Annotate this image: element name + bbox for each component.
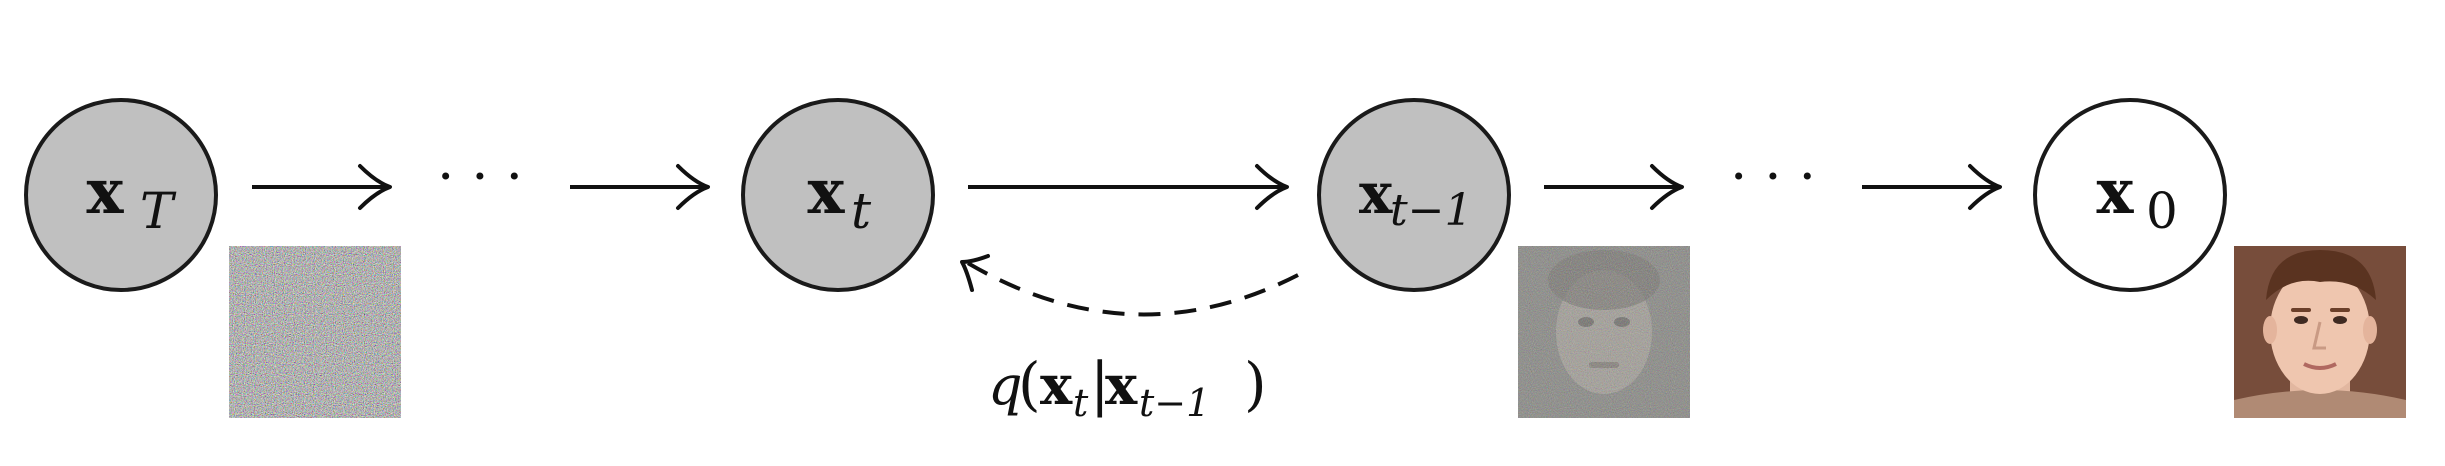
node-x-t-minus-1-subscript: t−1 [1390,185,1473,236]
pure-noise-image [229,246,401,418]
reverse-process-label: q ( x t | x t−1 ) [988,350,1267,425]
forward-arrow-3 [1544,164,1684,210]
reverse-dashed-arrow [960,254,1299,317]
forward-arrow-t [968,164,1289,210]
label-sub-t: t [1073,381,1089,425]
label-sub-t-minus-1: t−1 [1139,381,1210,425]
ellipsis-right: · · · [1730,145,1816,208]
node-x-t-minus-1-base: x [1359,161,1393,227]
forward-arrow-4 [1862,164,2002,210]
label-open-paren: ( [1018,350,1041,418]
label-q: q [988,354,1023,417]
node-x-0: x 0 [2033,98,2227,292]
node-x-0-base: x [2097,155,2135,228]
clean-face-image [2234,246,2406,418]
label-x-b: x [1105,353,1138,417]
label-bar: | [1090,350,1110,418]
node-x-T-base: x [87,155,125,228]
node-x-T: x T [24,98,218,292]
node-x-t: x t [741,98,935,292]
label-x-a: x [1040,353,1073,417]
node-x-t-subscript: t [851,182,872,240]
forward-arrow-2 [570,164,710,210]
node-x-t-minus-1: x t−1 [1317,98,1511,292]
node-x-0-subscript: 0 [2146,182,2178,240]
node-x-t-base: x [808,155,846,228]
label-close-paren: ) [1244,350,1267,418]
partially-denoised-image [1518,246,1690,418]
node-x-T-subscript: T [140,182,177,240]
ellipsis-left: · · · [437,145,523,208]
forward-arrow-1 [252,164,392,210]
